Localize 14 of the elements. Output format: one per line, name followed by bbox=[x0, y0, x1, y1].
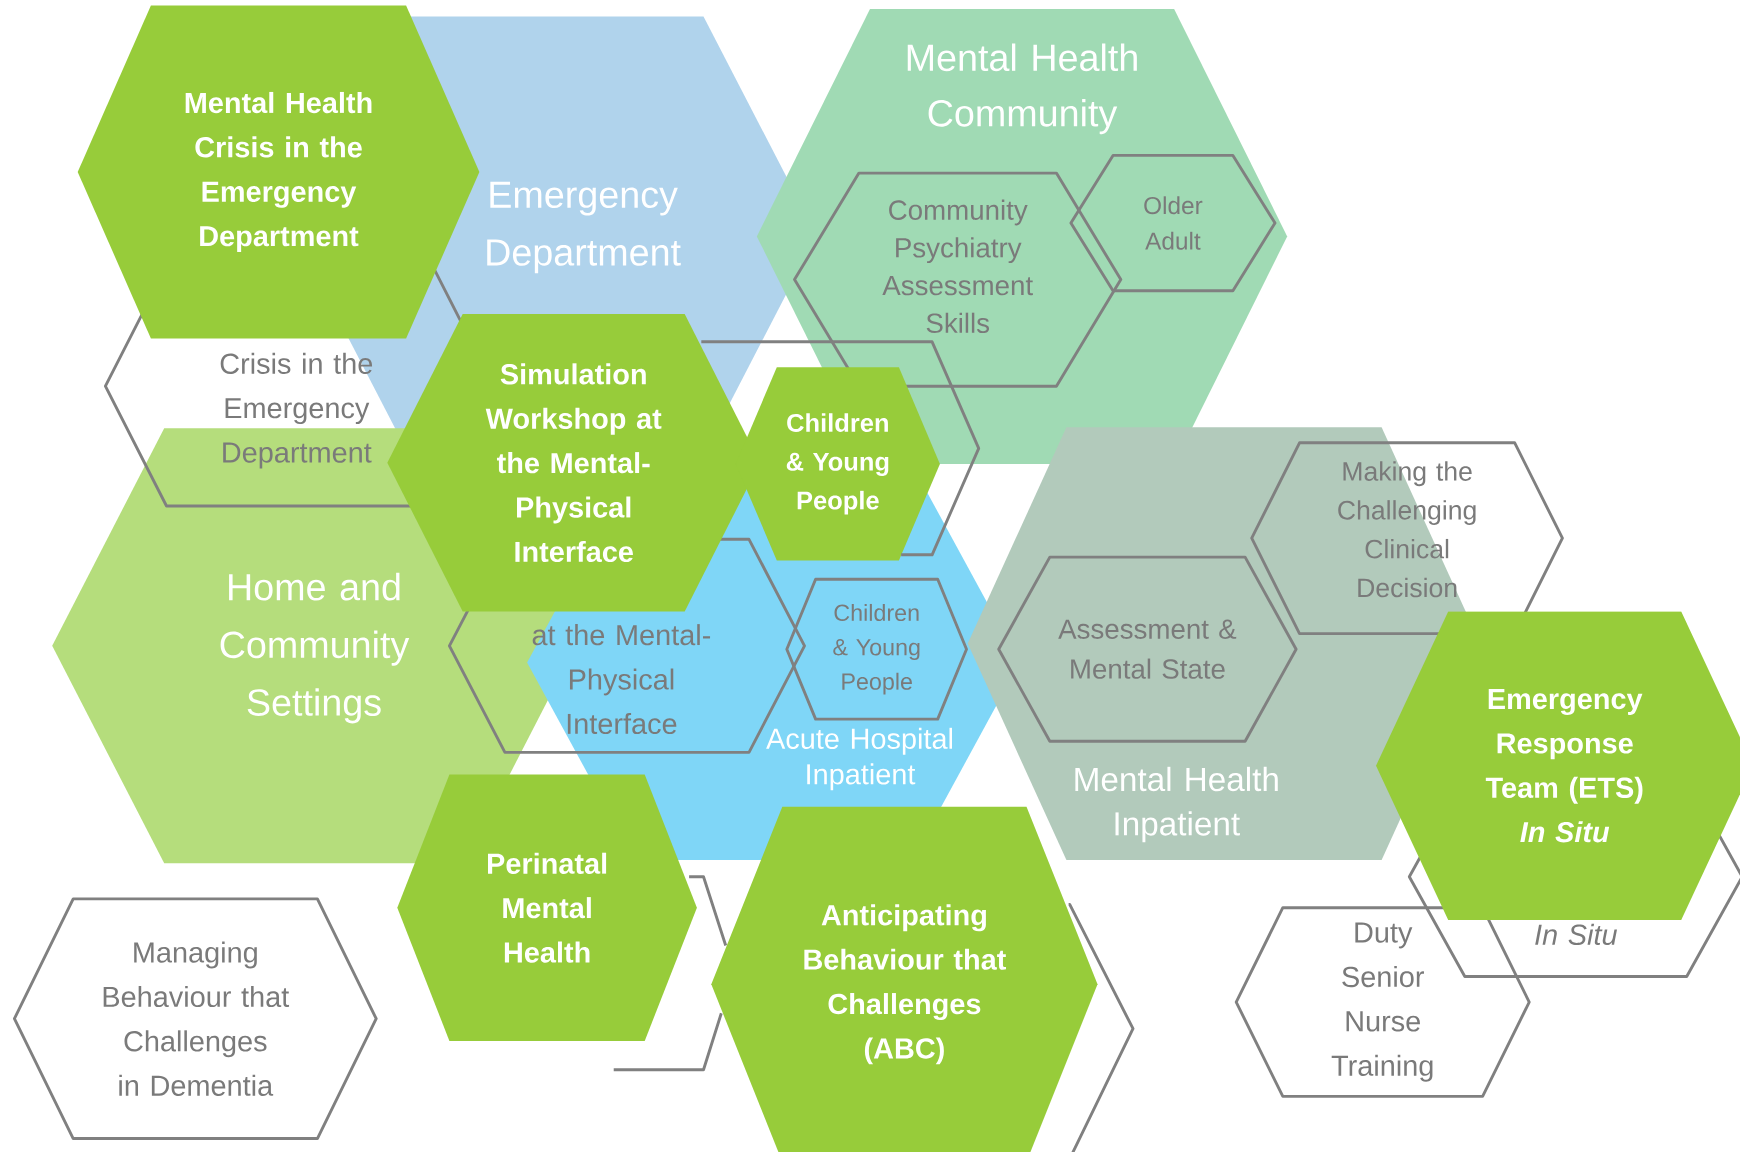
topic-hexagon: Duty Senior Nurse Training bbox=[1234, 906, 1531, 1098]
topic-hexagon: Community Psychiatry Assessment Skills bbox=[793, 171, 1123, 388]
topic-hexagon: Managing Behaviour that Challenges in Dementia bbox=[12, 897, 378, 1140]
topic-hexagon: Assessment & Mental State bbox=[997, 555, 1298, 743]
hexagon-outline bbox=[701, 340, 981, 557]
course-hexagon: Emergency Response Team (ETS) In Situ bbox=[1376, 611, 1740, 920]
course-hexagon: Perinatal Mental Health bbox=[397, 774, 697, 1041]
topic-hexagon: Older Adult bbox=[1069, 153, 1277, 293]
course-hexagon: Anticipating Behaviour that Challenges (ABC) bbox=[711, 806, 1098, 1152]
hexagon-outline bbox=[1067, 902, 1135, 1152]
topic-hexagon: Children & Young People bbox=[785, 577, 968, 721]
hexagon-outline bbox=[612, 875, 728, 1072]
course-hexagon: Children & Young People bbox=[735, 367, 940, 561]
course-hexagon: Mental Health Crisis in the Emergency Department bbox=[77, 5, 480, 339]
